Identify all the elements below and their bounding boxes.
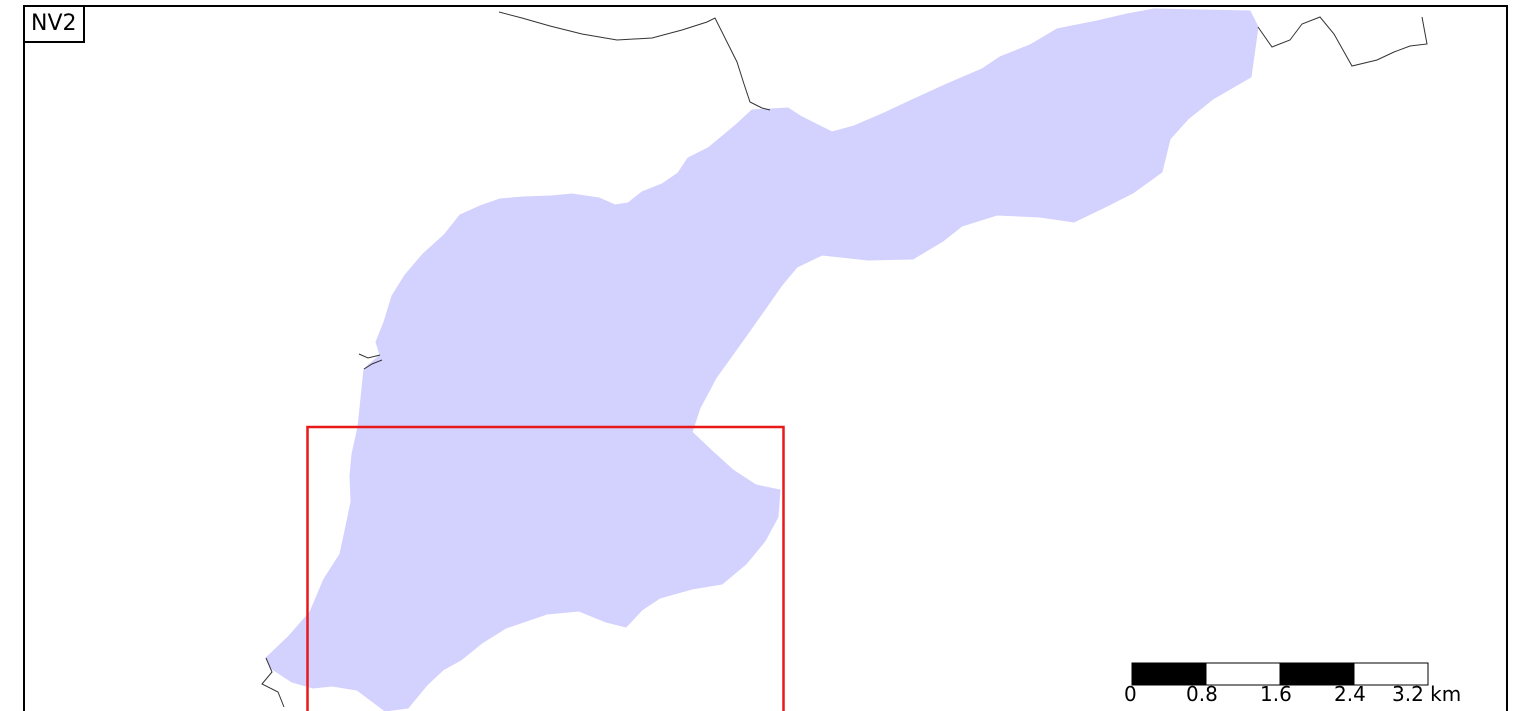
map-frame <box>23 5 1508 711</box>
scale-tick-label: 2.4 <box>1334 682 1366 706</box>
highlight-extent-box <box>306 425 785 711</box>
boundary-line-northeast <box>1257 16 1428 67</box>
scale-segment-4 <box>1353 662 1429 686</box>
map-label: NV2 <box>23 5 85 43</box>
scale-tick-label: 0.8 <box>1186 682 1218 706</box>
map-canvas <box>261 8 1429 711</box>
scale-bar <box>1131 662 1429 686</box>
lake-area <box>265 8 1259 711</box>
boundary-line-north <box>498 11 771 111</box>
boundary-line-southwest <box>261 657 285 708</box>
scale-tick-label: 0 <box>1124 682 1137 706</box>
scale-tick-label: 1.6 <box>1260 682 1292 706</box>
boundary-line-west-inlet <box>358 353 383 370</box>
scale-tick-label: 3.2 km <box>1392 682 1462 706</box>
